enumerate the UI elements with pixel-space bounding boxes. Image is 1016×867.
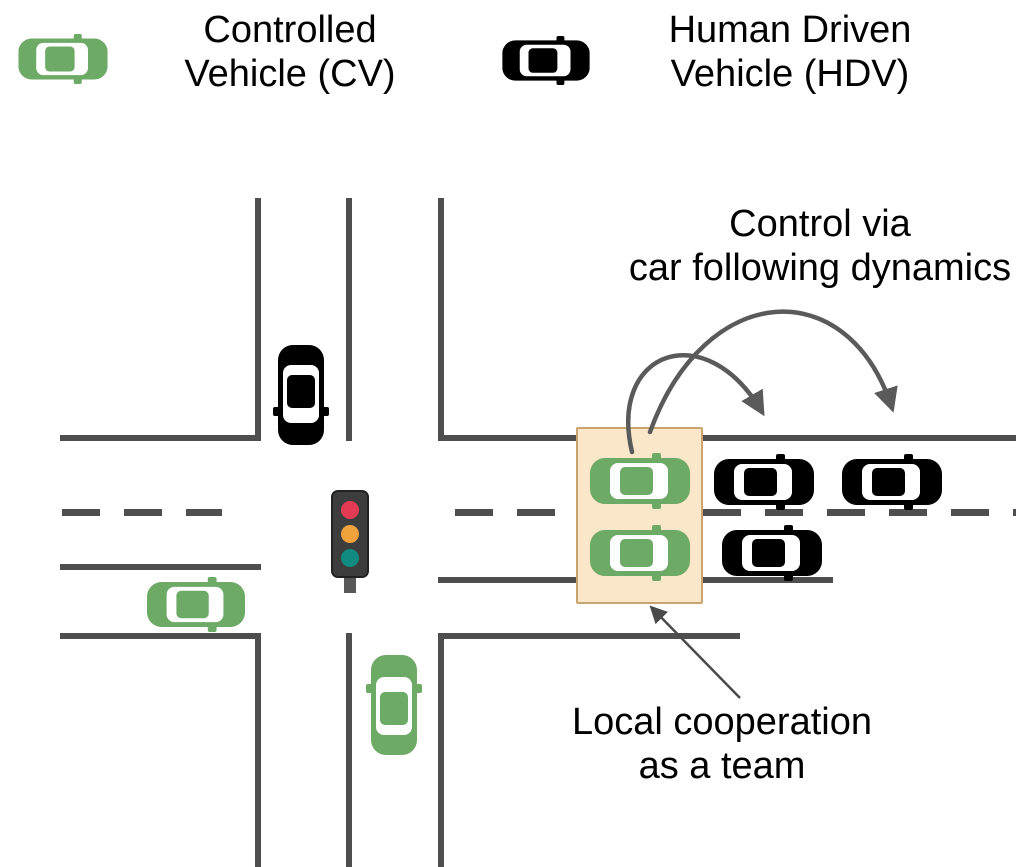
hdv-car-icon [502, 36, 590, 85]
road-lane-line-west [60, 564, 261, 570]
car-following-arrow-2 [647, 309, 898, 435]
cv-car-south [366, 655, 422, 755]
cv-legend-label: Controlled Vehicle (CV) [150, 8, 430, 96]
road-edge-south-left [255, 633, 261, 867]
road-edge-west-top [60, 435, 261, 441]
traffic-light-red-lamp [341, 501, 359, 519]
lane-divider-dashed-west [62, 509, 222, 516]
hdv-car-north [273, 345, 329, 445]
road-edge-east-bottom [438, 633, 740, 639]
traffic-light-post [344, 574, 356, 593]
lane-divider-dashed-east [455, 509, 1016, 516]
control-annotation-line2: car following dynamics [628, 247, 1012, 290]
hdv-legend-line2: Vehicle (HDV) [670, 53, 910, 96]
cv-car-icon [18, 34, 108, 84]
road-edge-west-bottom [60, 633, 261, 639]
team-annotation: Local cooperation as a team [535, 700, 909, 788]
hdv-legend-line1: Human Driven [668, 9, 912, 51]
control-annotation: Control via car following dynamics [625, 202, 1015, 290]
team-annotation-line1: Local cooperation [572, 701, 872, 743]
road-edge-south-right [438, 633, 444, 867]
hdv-car-east-3 [722, 525, 822, 581]
traffic-light-amber-lamp [341, 525, 359, 543]
cv-legend-line2: Vehicle (CV) [184, 53, 396, 96]
control-annotation-line1: Control via [729, 203, 911, 245]
cv-car-team-top [590, 453, 690, 509]
traffic-light-green-lamp [341, 549, 359, 567]
team-annotation-line2: as a team [638, 745, 806, 788]
cooperation-pointer-arrow [649, 605, 741, 699]
traffic-light [331, 490, 369, 578]
cv-car-west [147, 577, 245, 632]
road-edge-north-right [438, 198, 444, 441]
road-edge-north-left [255, 198, 261, 441]
hdv-car-east-2 [842, 454, 942, 510]
road-edge-east-top [438, 435, 1016, 441]
road-centerline-south [346, 633, 352, 867]
cv-legend-line1: Controlled [203, 9, 377, 51]
hdv-legend-label: Human Driven Vehicle (HDV) [630, 8, 950, 96]
hdv-car-east-1 [714, 454, 814, 510]
road-centerline-north [346, 198, 352, 441]
cv-car-team-bottom [590, 525, 690, 581]
